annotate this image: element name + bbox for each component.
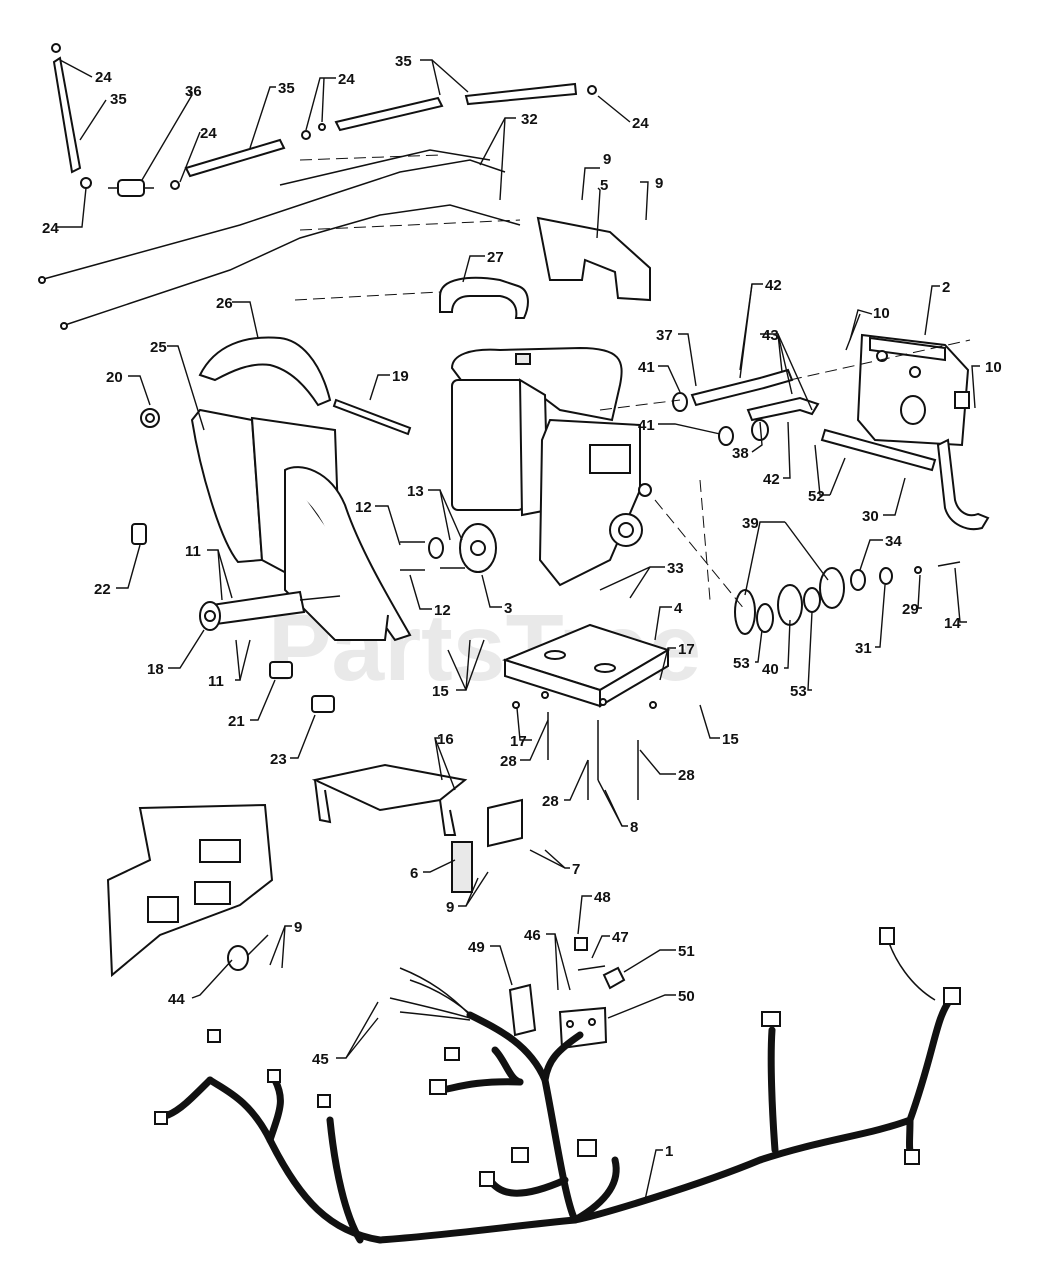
callout-35: 35	[395, 53, 412, 70]
callout-29: 29	[902, 601, 919, 618]
callout-23: 23	[270, 751, 287, 768]
callout-9: 9	[294, 919, 302, 936]
engine	[450, 346, 652, 587]
callout-24: 24	[632, 115, 649, 132]
leader-lines	[56, 59, 980, 1201]
wiring-harness	[154, 927, 961, 1244]
callout-28: 28	[542, 793, 559, 810]
callout-10: 10	[873, 305, 890, 322]
callout-51: 51	[678, 943, 695, 960]
callout-16: 16	[437, 731, 454, 748]
callout-9: 9	[655, 175, 663, 192]
callout-48: 48	[594, 889, 611, 906]
callout-36: 36	[185, 83, 202, 100]
callout-28: 28	[678, 767, 695, 784]
callout-38: 38	[732, 445, 749, 462]
callout-41: 41	[638, 417, 655, 434]
heat-deflector	[820, 428, 937, 472]
callout-12: 12	[355, 499, 372, 516]
exhaust-pipes	[672, 368, 820, 446]
callout-3: 3	[504, 600, 512, 617]
callout-21: 21	[228, 713, 245, 730]
callout-31: 31	[855, 640, 872, 657]
callout-53: 53	[733, 655, 750, 672]
callout-39: 39	[742, 515, 759, 532]
callout-2: 2	[942, 279, 950, 296]
callout-49: 49	[468, 939, 485, 956]
callout-10: 10	[985, 359, 1002, 376]
callout-12: 12	[434, 602, 451, 619]
engine-base-plate	[502, 623, 671, 708]
engine-mount-hardware	[400, 523, 497, 573]
callout-24: 24	[42, 220, 59, 237]
callout-24: 24	[95, 69, 112, 86]
callout-33: 33	[667, 560, 684, 577]
callout-17: 17	[510, 733, 527, 750]
callout-20: 20	[106, 369, 123, 386]
callout-9: 9	[603, 151, 611, 168]
callout-45: 45	[312, 1051, 329, 1068]
callout-26: 26	[216, 295, 233, 312]
callout-24: 24	[200, 125, 217, 142]
callout-34: 34	[885, 533, 902, 550]
callout-50: 50	[678, 988, 695, 1005]
callout-32: 32	[521, 111, 538, 128]
callout-14: 14	[944, 615, 961, 632]
pulley-stack	[734, 561, 961, 635]
callout-19: 19	[392, 368, 409, 385]
top-shroud	[198, 336, 332, 407]
callout-52: 52	[808, 488, 825, 505]
callout-8: 8	[630, 819, 638, 836]
throttle-cables	[38, 149, 521, 330]
callout-53: 53	[790, 683, 807, 700]
callout-6: 6	[410, 865, 418, 882]
small-parts-left	[131, 408, 335, 713]
callout-9: 9	[446, 899, 454, 916]
lower-bracket	[311, 763, 523, 893]
callout-42: 42	[763, 471, 780, 488]
callout-28: 28	[500, 753, 517, 770]
fuel-filter	[108, 179, 154, 197]
muffler	[856, 333, 990, 530]
callout-7: 7	[572, 861, 580, 878]
axle-assembly	[199, 590, 341, 631]
callout-47: 47	[612, 929, 629, 946]
callout-17: 17	[678, 641, 695, 658]
shroud-bracket	[536, 216, 651, 302]
callout-22: 22	[94, 581, 111, 598]
left-frame	[190, 408, 412, 642]
callout-11: 11	[208, 673, 224, 690]
callout-25: 25	[150, 339, 167, 356]
callout-18: 18	[147, 661, 164, 678]
callout-labels: 24 35 36 24 24 35 24 35 24 32 9 5 9 27 2…	[42, 53, 1002, 1160]
heat-shield	[332, 398, 412, 436]
callout-35: 35	[278, 80, 295, 97]
callout-40: 40	[762, 661, 779, 678]
mount-bolts	[512, 691, 657, 800]
callout-35: 35	[110, 91, 127, 108]
callout-27: 27	[487, 249, 504, 266]
callout-42: 42	[765, 277, 782, 294]
callout-5: 5	[600, 177, 608, 194]
callout-4: 4	[674, 600, 683, 617]
callout-15: 15	[432, 683, 449, 700]
callout-46: 46	[524, 927, 541, 944]
key-switch	[227, 934, 269, 971]
callout-37: 37	[656, 327, 673, 344]
callout-24: 24	[338, 71, 355, 88]
callout-11: 11	[185, 543, 201, 560]
callout-30: 30	[862, 508, 879, 525]
dash-panel	[106, 803, 274, 978]
hose-group-top	[51, 43, 597, 190]
callout-43: 43	[762, 327, 779, 344]
callout-44: 44	[168, 991, 185, 1008]
callout-41: 41	[638, 359, 655, 376]
callout-13: 13	[407, 483, 424, 500]
electrical-parts	[508, 937, 626, 1050]
intake-elbow	[439, 276, 529, 319]
callout-1: 1	[665, 1143, 673, 1160]
callout-15: 15	[722, 731, 739, 748]
